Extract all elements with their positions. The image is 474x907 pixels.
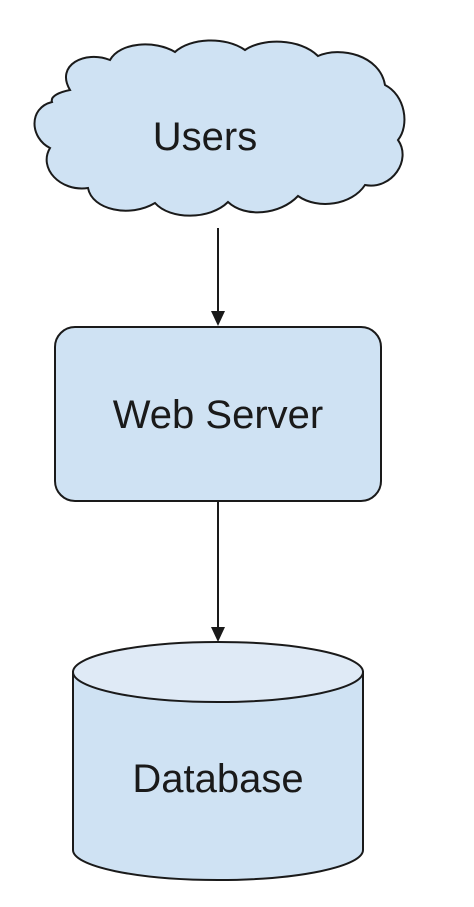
web-server-node: Web Server <box>54 326 382 502</box>
database-node: Database <box>72 641 364 881</box>
arrow-head-icon <box>211 311 225 326</box>
users-label: Users <box>153 115 257 159</box>
edge-web-server-to-database <box>211 501 225 642</box>
cylinder-body <box>72 671 364 881</box>
arrow-head-icon <box>211 627 225 642</box>
cylinder-top <box>72 641 364 703</box>
web-server-label: Web Server <box>113 393 323 437</box>
edge-users-to-web-server <box>211 228 225 326</box>
users-node: Users <box>33 39 406 217</box>
cloud-shape <box>33 39 406 217</box>
database-label: Database <box>132 757 303 801</box>
